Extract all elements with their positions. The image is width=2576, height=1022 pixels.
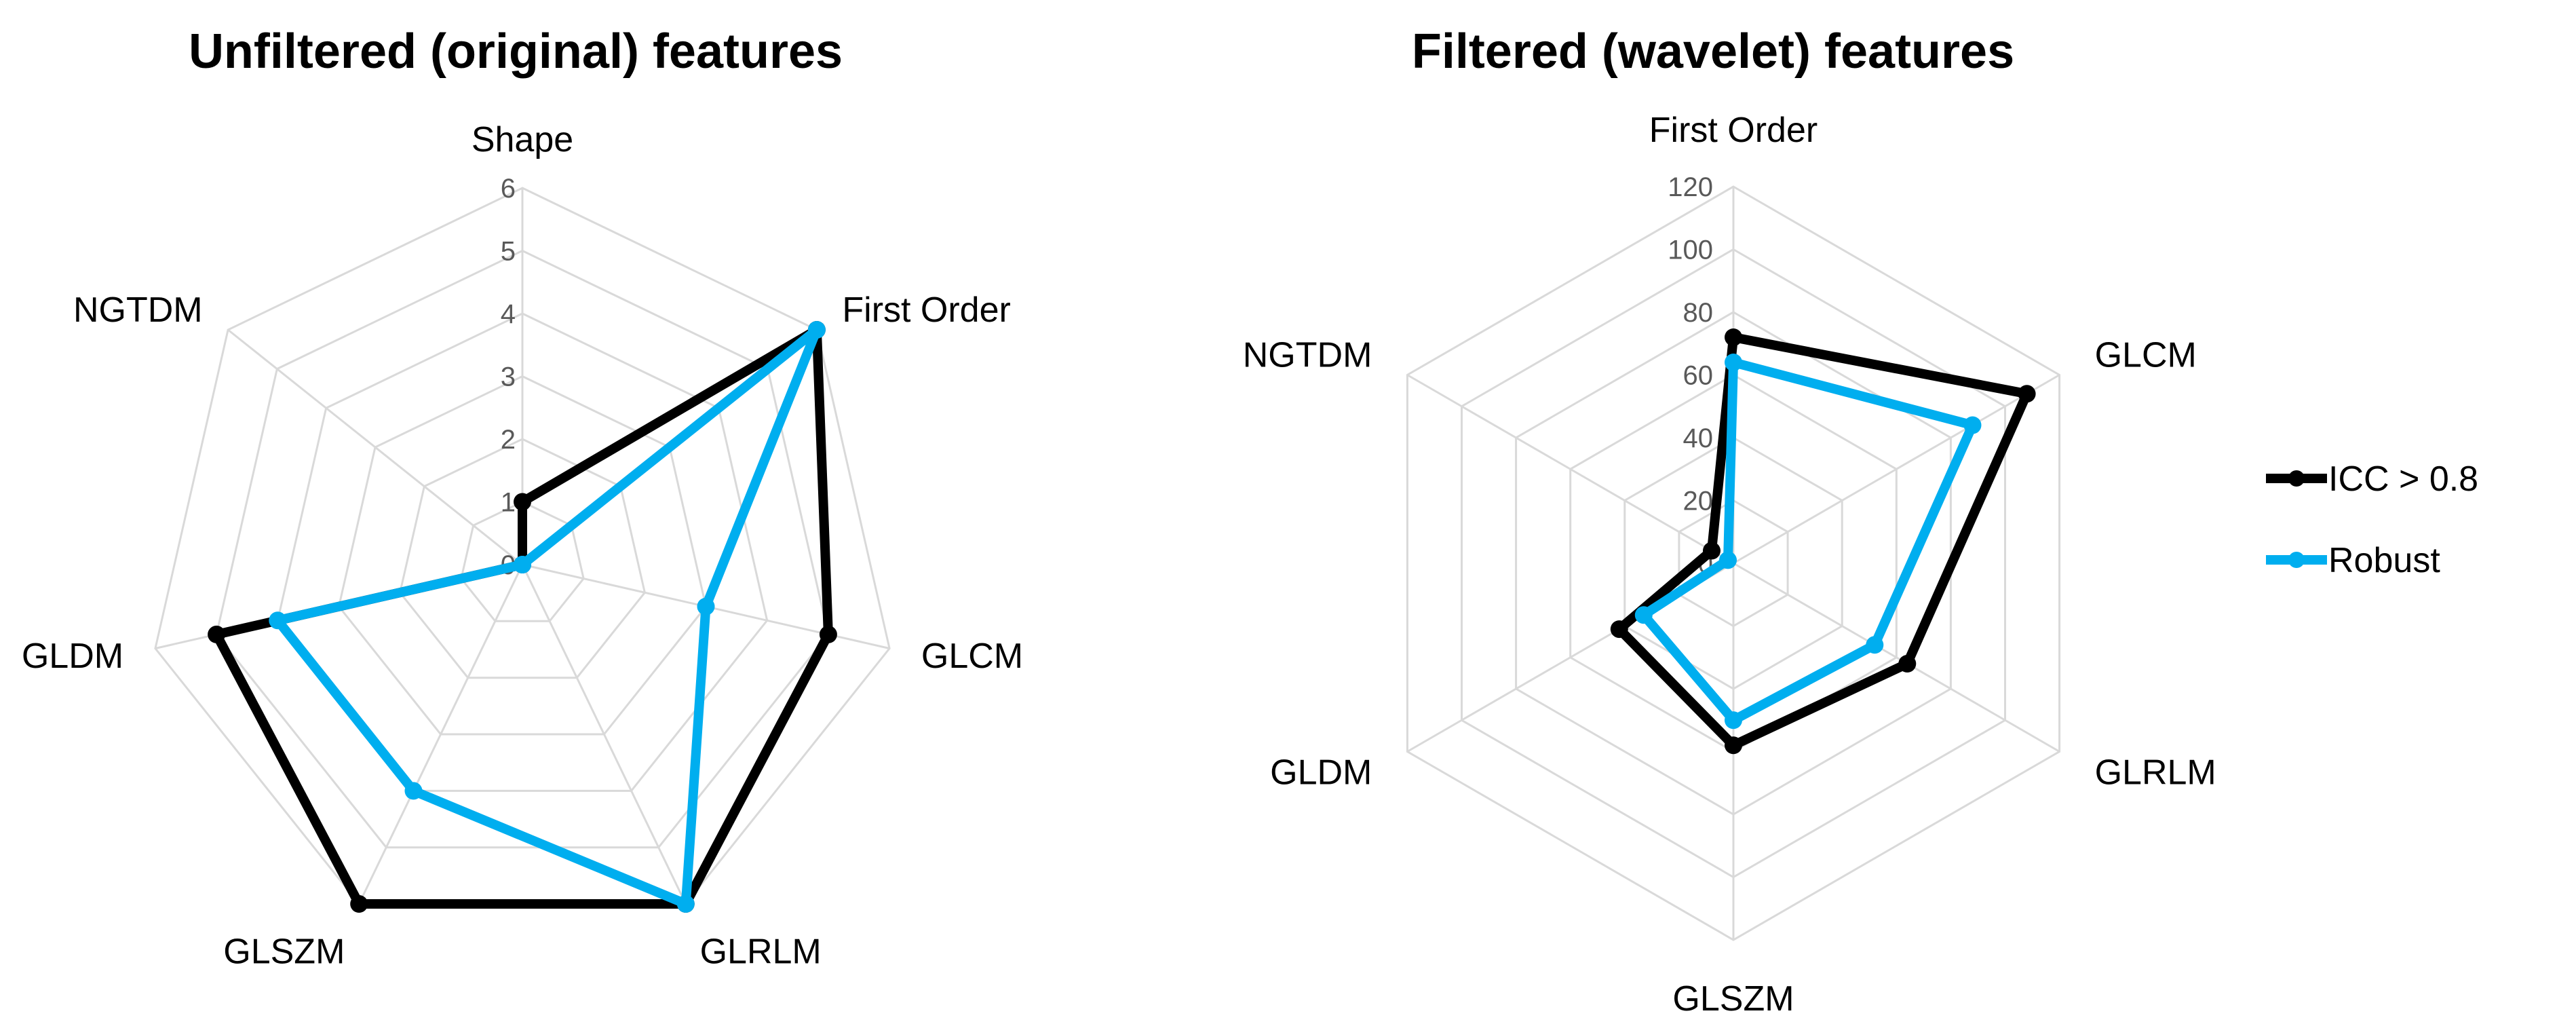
legend-marker-robust [2288, 552, 2305, 568]
data-point-ngtdm [1703, 542, 1720, 560]
tick-label: 120 [1668, 172, 1713, 202]
grid-ring [276, 312, 769, 792]
grid-spoke [1733, 562, 2060, 753]
legend-item-robust: Robust [2266, 541, 2440, 580]
category-label-gldm: GLDM [1270, 753, 1372, 793]
tick-label: 2 [501, 425, 516, 455]
category-label-glrlm: GLRLM [700, 932, 822, 971]
tick-label: 3 [501, 362, 516, 392]
data-point-first-order [1725, 354, 1742, 371]
category-label-glszm: GLSZM [1672, 979, 1794, 1019]
radar-chart-filtered: Filtered (wavelet) features 020406080100… [1243, 24, 2216, 1019]
grid-spoke [227, 328, 523, 566]
category-label-first-order: First Order [1649, 111, 1818, 150]
tick-label: 5 [501, 237, 516, 267]
tick-label: 40 [1683, 423, 1714, 453]
data-point-glszm [1725, 711, 1742, 730]
data-point-first-order [807, 321, 826, 339]
chart-title-filtered: Filtered (wavelet) features [1412, 24, 2014, 79]
category-label-shape: Shape [472, 120, 573, 159]
data-point-glcm [819, 625, 837, 643]
data-point-glszm [404, 782, 423, 800]
data-point-ngtdm [1719, 551, 1737, 569]
data-point-gldm [208, 625, 226, 643]
series-line [1638, 358, 1978, 725]
grid-ring [398, 438, 647, 679]
legend-item-icc: ICC > 0.8 [2266, 459, 2478, 499]
series-line [1614, 333, 2032, 751]
grid-spoke [1733, 374, 2060, 565]
radar-chart-unfiltered: Unfiltered (original) features 0123456Sh… [22, 24, 1023, 971]
data-point-glcm [2018, 385, 2036, 403]
series-icc-0-8 [1610, 328, 2036, 755]
grid-spoke [1406, 374, 1734, 565]
tick-label: 1 [501, 488, 516, 518]
tick-label: 80 [1683, 298, 1714, 328]
tick-label: 4 [501, 299, 516, 329]
grid-ring [215, 249, 830, 849]
series-robust [269, 321, 826, 913]
data-point-ngtdm [514, 556, 531, 573]
tick-label: 20 [1683, 487, 1714, 516]
category-label-gldm: GLDM [22, 637, 123, 676]
data-point-glcm [697, 597, 715, 616]
category-label-glcm: GLCM [921, 637, 1023, 676]
category-label-glcm: GLCM [2095, 336, 2197, 375]
chart-title-unfiltered: Unfiltered (original) features [189, 24, 843, 79]
legend-label-icc: ICC > 0.8 [2328, 459, 2478, 499]
data-point-glszm [1725, 736, 1742, 755]
data-point-first-order [1725, 328, 1742, 346]
legend-marker-icc [2288, 470, 2305, 487]
data-point-shape [514, 493, 531, 511]
tick-label: 100 [1668, 235, 1713, 265]
category-label-first-order: First Order [842, 290, 1010, 330]
tick-label: 60 [1683, 361, 1714, 391]
tick-label: 6 [501, 174, 516, 204]
category-label-ngtdm: NGTDM [1243, 336, 1372, 375]
category-label-glszm: GLSZM [223, 932, 345, 971]
data-point-glrlm [1898, 655, 1917, 673]
grid-ring [460, 500, 585, 622]
series-robust [1634, 354, 1982, 730]
data-point-glrlm [1866, 636, 1884, 654]
legend-label-robust: Robust [2328, 541, 2440, 580]
data-point-glrlm [676, 895, 695, 913]
grid-spoke [521, 564, 687, 905]
data-point-glcm [1963, 416, 1982, 434]
data-point-gldm [1634, 606, 1653, 624]
grid-spoke [358, 564, 524, 905]
grid-ring [337, 375, 708, 736]
legend: ICC > 0.8 Robust [2266, 459, 2478, 580]
data-point-gldm [1610, 620, 1628, 639]
category-label-ngtdm: NGTDM [73, 290, 203, 330]
data-point-gldm [269, 611, 287, 630]
category-label-glrlm: GLRLM [2095, 753, 2216, 793]
data-point-glszm [350, 895, 368, 913]
